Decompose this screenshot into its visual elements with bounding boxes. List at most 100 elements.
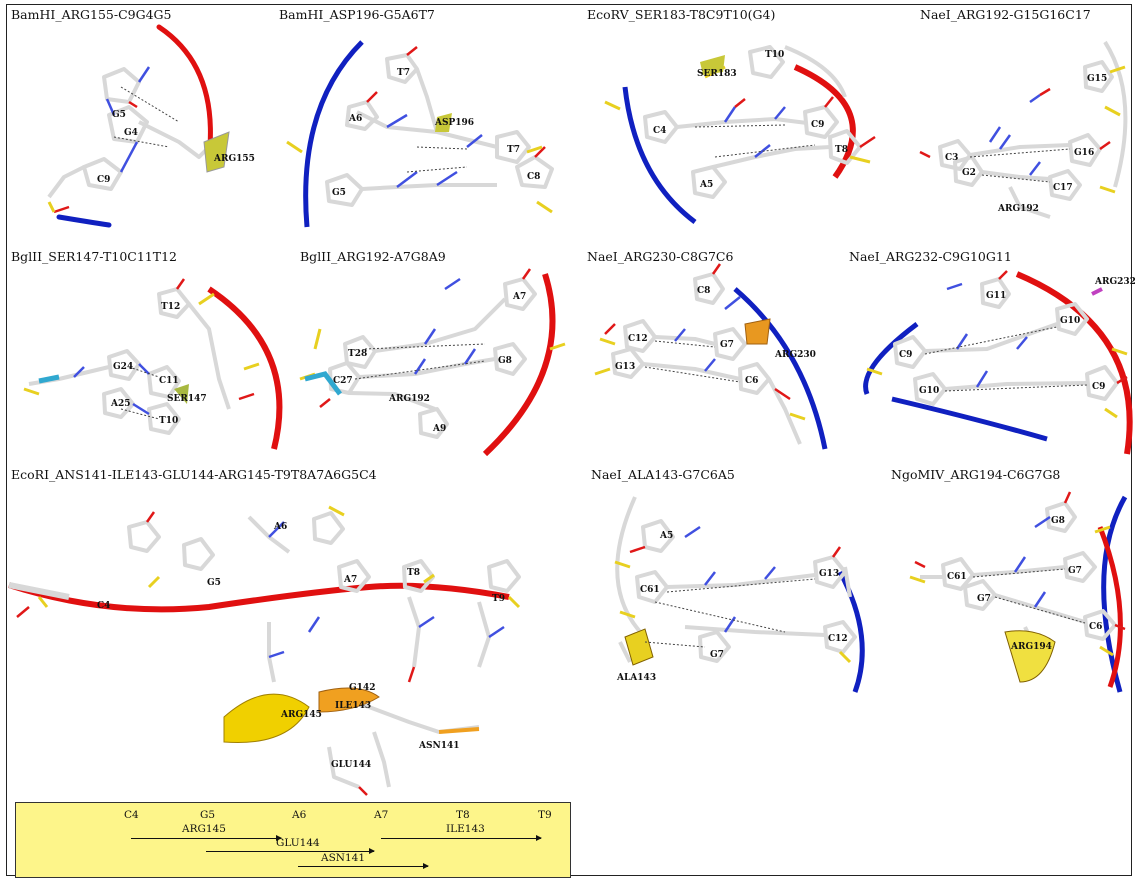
residue-span-arrow — [131, 835, 282, 841]
atom-label: C9 — [899, 350, 912, 360]
atom-label: C6 — [745, 376, 758, 386]
panel-title: BglII_ARG192-A7G8A9 — [300, 249, 446, 264]
structure-render: SER183 T10 C4 C9 T8 A5 — [604, 45, 876, 224]
atom-label: C12 — [828, 634, 848, 644]
atom-label: SER183 — [697, 69, 737, 79]
legend-residue: ILE143 — [446, 823, 485, 835]
residue-span-arrow — [206, 848, 375, 854]
atom-label: ARG192 — [997, 204, 1039, 214]
residue-span-arrow — [298, 863, 429, 869]
panel-title: EcoRV_SER183-T8C9T10(G4) — [587, 7, 776, 22]
atom-label: C9 — [1092, 382, 1105, 392]
atom-label: G5 — [112, 110, 126, 120]
atom-label: G5 — [207, 578, 221, 588]
atom-label: G10 — [1060, 316, 1080, 326]
panel-title: BamHI_ARG155-C9G4G5 — [11, 7, 172, 22]
atom-label: ILE143 — [335, 701, 371, 711]
panel-title: BglII_SER147-T10C11T12 — [11, 249, 178, 264]
panel-naei-ala143: NaeI_ALA143-G7C6A5 A5 C61 G13 — [585, 467, 885, 707]
atom-label: C12 — [628, 334, 648, 344]
atom-label: G5 — [332, 188, 346, 198]
figure-frame: BamHI_ARG155-C9G4G5 G5 G4 C9 ARG155 BamH… — [6, 4, 1135, 878]
atom-label: T8 — [835, 145, 848, 155]
atom-label: A6 — [273, 522, 287, 532]
structure-render: A7 T28 C27 G8 ARG192 A9 — [299, 268, 566, 457]
structure-render: A6 T8 G5 A7 T9 C4 G142 ARG145 ILE143 GLU… — [8, 505, 521, 796]
panel-title: NaeI_ARG232-C9G10G11 — [849, 249, 1012, 264]
structure-render: T7 ASP196 A6 T7 C8 G5 — [286, 40, 554, 228]
atom-label: ARG230 — [774, 350, 816, 360]
legend-residue: ASN141 — [321, 852, 366, 864]
legend-residue: ARG145 — [182, 823, 226, 835]
atom-label: G7 — [977, 594, 991, 604]
atom-label: ASN141 — [418, 741, 460, 751]
atom-label: T7 — [507, 145, 520, 155]
atom-label: ARG155 — [213, 154, 255, 164]
atom-label: A7 — [512, 292, 526, 302]
panel-ecori: EcoRI_ANS141-ILE143-GLU144-ARG145-T9T8A7… — [8, 467, 579, 799]
atom-label: A25 — [110, 399, 131, 409]
legend-residue: GLU144 — [276, 837, 320, 849]
atom-label: ARG194 — [1010, 642, 1052, 652]
residue-span-arrow — [381, 835, 542, 841]
legend-nucleotide: T9 — [538, 809, 552, 821]
atom-label: G24 — [113, 362, 133, 372]
atom-label: G13 — [615, 362, 635, 372]
atom-label: C27 — [333, 376, 353, 386]
panel-naei-arg232: NaeI_ARG232-C9G10G11 G11 ARG232 G10 C9 — [847, 249, 1135, 461]
atom-label: T7 — [397, 68, 410, 78]
atom-label: T12 — [161, 302, 180, 312]
atom-label: T9 — [492, 594, 505, 604]
atom-label: A6 — [348, 114, 362, 124]
panel-naei-arg192: NaeI_ARG192-G15G16C17 G15 C3 G2 G16 C17 — [910, 7, 1132, 232]
atom-label: C17 — [1053, 183, 1073, 193]
panel-bamhi-asp196: BamHI_ASP196-G5A6T7 T7 ASP196 A6 T7 C — [267, 7, 587, 232]
atom-label: T8 — [407, 568, 420, 578]
atom-label: G142 — [349, 683, 375, 693]
atom-label: C9 — [811, 120, 824, 130]
panel-title: EcoRI_ANS141-ILE143-GLU144-ARG145-T9T8A7… — [11, 467, 377, 482]
structure-render: T12 C11 G24 SER147 A25 T10 — [23, 278, 283, 450]
atom-label: A5 — [659, 531, 673, 541]
legend-nucleotide: T8 — [456, 809, 470, 821]
structure-render: G15 C3 G2 G16 C17 ARG192 — [919, 40, 1128, 219]
atom-label: G15 — [1087, 74, 1107, 84]
atom-label: G10 — [919, 386, 939, 396]
atom-label: C61 — [640, 585, 660, 595]
atom-label: A5 — [699, 180, 713, 190]
panel-title: BamHI_ASP196-G5A6T7 — [279, 7, 435, 22]
atom-label: G4 — [124, 128, 138, 138]
atom-label: A7 — [343, 575, 357, 585]
atom-label: C61 — [947, 572, 967, 582]
atom-label: G2 — [962, 168, 976, 178]
atom-label: C4 — [653, 126, 666, 136]
structure-render: C8 G7 ARG230 C12 G13 C6 — [594, 263, 828, 450]
atom-label: G7 — [710, 650, 724, 660]
atom-label: ARG145 — [280, 710, 322, 720]
panel-title: NaeI_ARG192-G15G16C17 — [920, 7, 1091, 22]
atom-label: ARG192 — [388, 394, 430, 404]
legend-nucleotide: A7 — [374, 809, 389, 821]
panel-ngomiv-arg194: NgoMIV_ARG194-C6G7G8 G8 C61 G7 — [885, 467, 1132, 707]
atom-label: C8 — [697, 286, 710, 296]
atom-label: C9 — [97, 175, 110, 185]
atom-label: G13 — [819, 569, 839, 579]
atom-label: GLU144 — [331, 760, 371, 770]
atom-label: C6 — [1089, 622, 1102, 632]
atom-label: ALA143 — [616, 673, 656, 683]
atom-label: G16 — [1074, 148, 1094, 158]
structure-render: G5 G4 C9 ARG155 — [47, 24, 255, 228]
atom-label: ASP196 — [434, 118, 474, 128]
atom-label: T10 — [159, 416, 178, 426]
panel-naei-arg230: NaeI_ARG230-C8G7C6 C8 G7 ARG230 C12 G — [585, 249, 847, 461]
atom-label: C8 — [527, 172, 540, 182]
panel-bglii-ser147: BglII_SER147-T10C11T12 T12 C11 G24 SER14… — [9, 249, 284, 461]
atom-label: G8 — [498, 356, 512, 366]
structure-render: G8 C61 G7 G7 C6 ARG194 — [909, 491, 1128, 693]
panel-title: NgoMIV_ARG194-C6G7G8 — [891, 467, 1061, 482]
panel-title: NaeI_ARG230-C8G7C6 — [587, 249, 734, 264]
atom-label: G11 — [986, 291, 1006, 301]
panel-bglii-arg192: BglII_ARG192-A7G8A9 A7 T28 C27 G8 ARG — [285, 249, 585, 461]
structure-render: G11 ARG232 G10 C9 G10 C9 — [863, 270, 1135, 455]
legend-nucleotide: G5 — [200, 809, 216, 821]
